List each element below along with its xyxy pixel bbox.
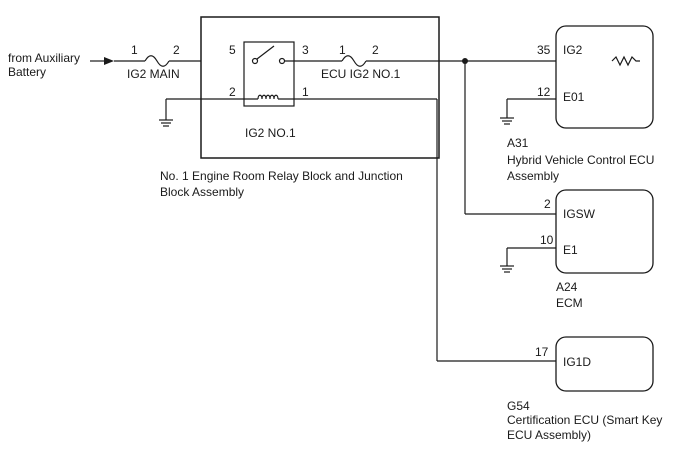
ecu-a31-box <box>555 25 654 129</box>
relay-pin-contact-in: 5 <box>229 43 236 57</box>
a24-pin2-name: E1 <box>563 243 578 257</box>
relay-pin-coil-ground: 2 <box>229 85 236 99</box>
a31-code: A31 <box>507 136 529 150</box>
relay-outline <box>243 41 295 107</box>
g54-code: G54 <box>507 399 530 413</box>
switch-icon <box>251 45 286 65</box>
ig2-main-label: IG2 MAIN <box>127 67 180 81</box>
ecu-a24-box <box>555 189 654 274</box>
g54-name-line2: ECU Assembly) <box>507 428 591 442</box>
a31-name-line1: Hybrid Vehicle Control ECU <box>507 153 654 167</box>
ground-icon <box>500 265 514 273</box>
a31-name-line2: Assembly <box>507 169 559 183</box>
coil-icon <box>257 94 279 100</box>
fuse-icon <box>144 55 170 67</box>
relay-pin-coil-out: 1 <box>302 85 309 99</box>
ecu-fuse-pin-in: 1 <box>339 43 346 57</box>
ig2-main-pin-out: 2 <box>173 43 180 57</box>
relay-block-name-line2: Block Assembly <box>160 185 244 199</box>
ecu-fuse-label: ECU IG2 NO.1 <box>321 67 401 81</box>
relay-block-box <box>200 16 440 159</box>
relay-label: IG2 NO.1 <box>245 126 296 140</box>
a31-pin2-name: E01 <box>563 90 585 104</box>
g54-pin1-name: IG1D <box>563 355 591 369</box>
a24-pin2-num: 10 <box>540 233 554 247</box>
source-label-line1: from Auxiliary <box>8 51 80 65</box>
relay-block-name-line1: No. 1 Engine Room Relay Block and Juncti… <box>160 169 403 183</box>
fuse-icon <box>341 55 367 67</box>
a24-code: A24 <box>556 280 578 294</box>
source-label-line2: Battery <box>8 65 46 79</box>
g54-name-line1: Certification ECU (Smart Key <box>507 413 662 427</box>
ecu-g54-box <box>555 336 654 392</box>
ecu-fuse-pin-out: 2 <box>372 43 379 57</box>
ground-icon <box>159 119 173 127</box>
resistor-icon <box>611 55 640 67</box>
relay-pin-contact-out: 3 <box>302 43 309 57</box>
g54-pin1-num: 17 <box>535 345 549 359</box>
a31-pin2-num: 12 <box>537 85 551 99</box>
a31-pin1-num: 35 <box>537 43 551 57</box>
a31-pin1-name: IG2 <box>563 43 583 57</box>
a24-name-line1: ECM <box>556 296 583 310</box>
a24-pin1-num: 2 <box>544 197 551 211</box>
arrow-icon <box>90 57 114 65</box>
ig2-main-pin-in: 1 <box>131 43 138 57</box>
a24-pin1-name: IGSW <box>563 207 596 221</box>
ground-icon <box>500 117 514 125</box>
